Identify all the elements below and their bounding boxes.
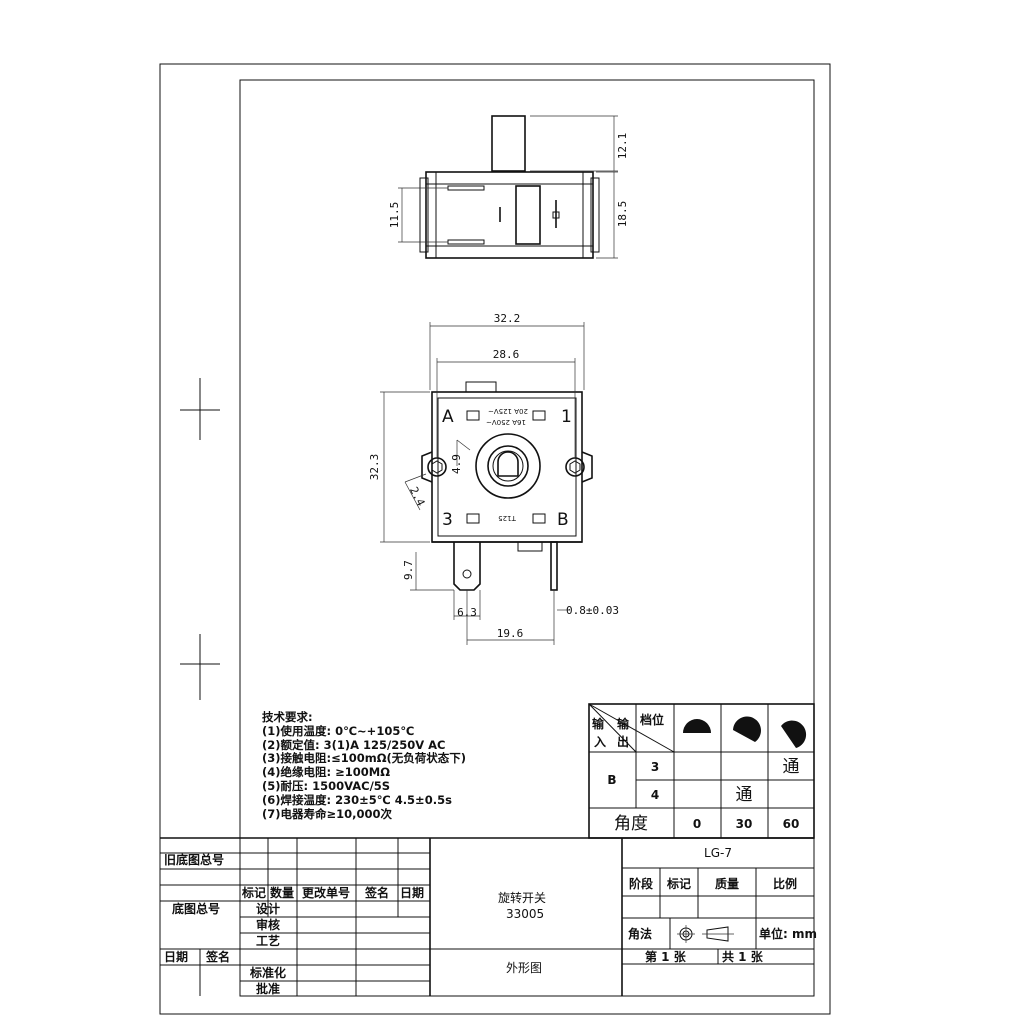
table-angle-30: 30 — [736, 817, 753, 831]
table-input-label: B — [607, 773, 616, 787]
tb-scale: 比例 — [773, 876, 797, 891]
tb-old-drawing-no: 旧底图总号 — [164, 852, 224, 867]
dim-body-height: 18.5 — [616, 201, 629, 228]
tb-role-standard: 标准化 — [249, 965, 286, 980]
shaft — [491, 115, 526, 172]
tb-projection: 角法 — [628, 926, 652, 941]
dim-overall-height: 32.3 — [368, 454, 381, 481]
dim-terminal-length: 9.7 — [402, 560, 415, 580]
registration-mark-bottom — [180, 634, 220, 700]
hub-outer — [475, 433, 541, 499]
tech-item: (5)耐压: 1500VAC/5S — [262, 779, 390, 793]
tb-date: 日期 — [164, 949, 188, 964]
table-out-4: 4 — [651, 788, 659, 802]
tb-role-review: 审核 — [256, 917, 280, 932]
inner-frame — [239, 79, 815, 997]
tech-item: (7)电器寿命≥10,000次 — [262, 807, 393, 821]
face-label-1: 1 — [561, 407, 572, 427]
face-rating-1: 20A 125V~ — [488, 407, 528, 415]
face-temp-code: T125 — [498, 514, 517, 522]
table-cell-on: 通 — [736, 785, 753, 805]
table-header-in-2: 入 — [594, 735, 606, 749]
tb-model: LG-7 — [704, 846, 732, 860]
tech-item: (1)使用温度: 0℃~+105℃ — [262, 724, 414, 738]
tb-role-process: 工艺 — [256, 933, 280, 948]
table-header-pos: 档位 — [640, 712, 664, 727]
tb-rev-order: 更改单号 — [302, 885, 350, 900]
face-label-b: B — [557, 510, 569, 530]
top-view — [398, 115, 618, 259]
shaft-flat — [497, 451, 519, 477]
tech-item: (3)接触电阻:≤100mΩ(无负荷状态下) — [262, 751, 466, 765]
tb-product-name: 旋转开关 — [498, 890, 546, 905]
tb-weight: 质量 — [715, 876, 739, 891]
dim-hole-dia: 2.4 — [407, 485, 428, 509]
tb-rev-mark: 标记 — [241, 885, 266, 900]
dim-overall-width: 32.2 — [494, 312, 521, 325]
tb-unit: 单位: mm — [759, 926, 817, 941]
tb-rev-sign: 签名 — [364, 885, 389, 900]
tb-drawing-no: 底图总号 — [172, 901, 220, 916]
dim-terminal-spacing: 11.5 — [388, 202, 401, 229]
position-symbol-0 — [683, 719, 711, 733]
outer-frame — [159, 63, 831, 1015]
position-symbol-30 — [733, 716, 761, 742]
tb-role-design: 设计 — [256, 901, 280, 916]
tech-item: (6)焊接温度: 230±5℃ 4.5±0.5s — [262, 793, 452, 807]
title-block — [160, 837, 814, 996]
tech-item: (4)绝缘电阻: ≥100MΩ — [262, 765, 390, 779]
table-header-out-2: 出 — [617, 734, 629, 749]
face-label-3: 3 — [442, 510, 453, 530]
dim-terminal-width: 6.3 — [457, 606, 477, 619]
table-out-3: 3 — [651, 760, 659, 774]
tb-product-code: 33005 — [506, 907, 544, 921]
face-rating-2: 16A 250V~ — [486, 418, 526, 426]
dim-terminal-thickness: 0.8±0.03 — [566, 604, 619, 617]
dim-terminal-pitch: 19.6 — [497, 627, 524, 640]
tb-rev-qty: 数量 — [270, 885, 294, 900]
registration-mark-top — [180, 378, 220, 440]
tb-signature: 签名 — [205, 949, 230, 964]
terminal-right — [550, 541, 558, 591]
tech-title: 技术要求: — [262, 710, 313, 724]
front-view — [380, 322, 593, 645]
table-header-in: 输 — [592, 716, 605, 731]
terminal-left — [453, 542, 481, 591]
tb-sheet: 第 1 张 — [645, 949, 687, 964]
tb-mark: 标记 — [666, 876, 691, 891]
projection-symbol-icon — [677, 925, 734, 943]
table-header-out: 输 — [617, 716, 630, 731]
tb-drawing-type: 外形图 — [506, 961, 542, 975]
tb-role-approve: 批准 — [256, 981, 280, 996]
table-angle-0: 0 — [693, 817, 701, 831]
dim-shaft-flat: 4.9 — [450, 454, 463, 474]
tb-rev-date: 日期 — [400, 885, 424, 900]
table-angle-60: 60 — [783, 817, 800, 831]
face-label-a: A — [442, 407, 454, 427]
dim-shaft-height: 12.1 — [616, 133, 629, 160]
tb-total-sheets: 共 1 张 — [722, 949, 764, 964]
position-symbol-60 — [781, 720, 807, 748]
tb-stage: 阶段 — [629, 876, 654, 891]
table-angle-label: 角度 — [614, 814, 648, 834]
switch-body-top — [425, 171, 594, 259]
table-cell-on: 通 — [783, 757, 800, 777]
dim-mount-hole-spacing: 28.6 — [493, 348, 520, 361]
tech-item: (2)额定值: 3(1)A 125/250V AC — [262, 738, 446, 752]
